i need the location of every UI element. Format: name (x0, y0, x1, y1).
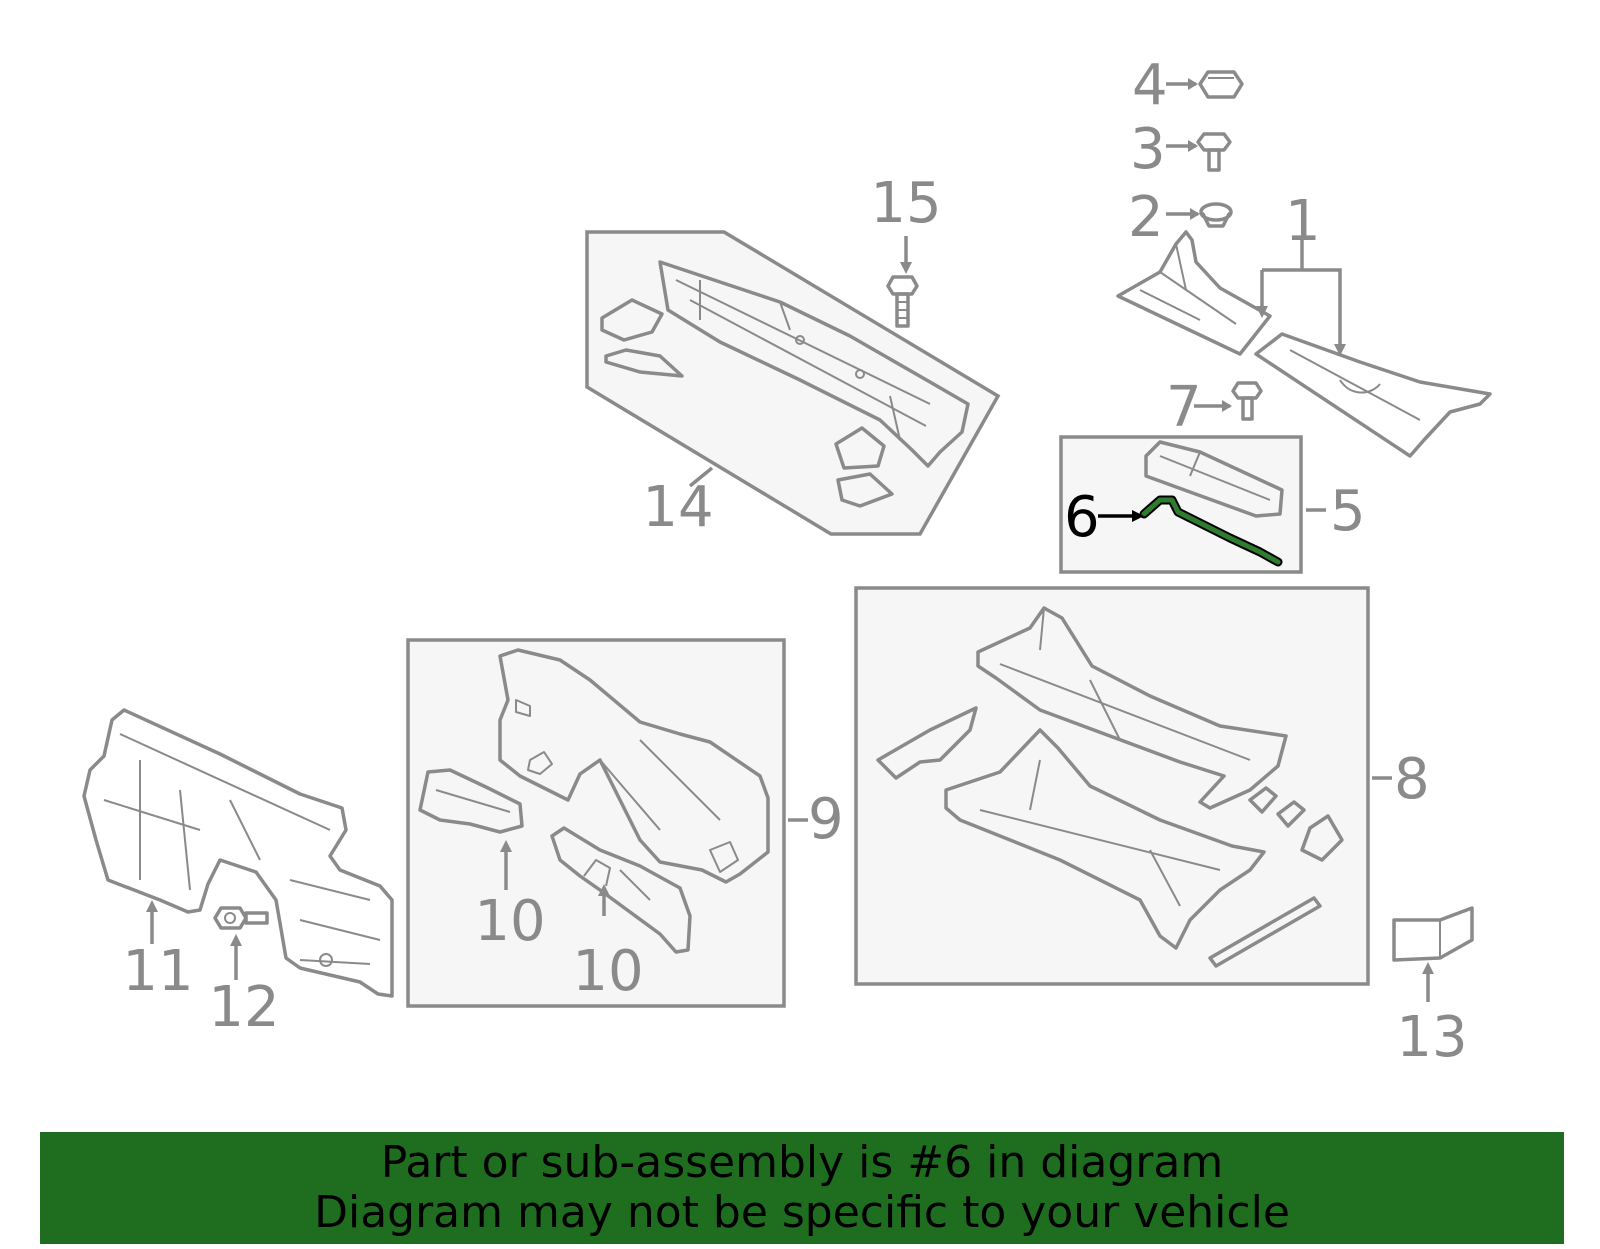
group-box-14 (585, 230, 1001, 536)
bolt-15-icon (886, 275, 919, 328)
bolt-icon (1196, 132, 1232, 172)
callout-6-highlighted: 6 (1064, 485, 1100, 550)
banner-line-2: Diagram may not be specific to your vehi… (314, 1187, 1290, 1238)
callout-3: 3 (1130, 117, 1166, 182)
dash-insulator-part-11 (82, 708, 394, 998)
nut-icon (1198, 70, 1244, 99)
callout-15: 15 (870, 171, 941, 236)
callout-9: 9 (808, 787, 844, 852)
cowl-assembly-part-8 (876, 606, 1344, 968)
bracket-part-13 (1392, 906, 1474, 962)
callout-4: 4 (1132, 53, 1168, 118)
callout-12: 12 (208, 975, 279, 1040)
clip-nut-icon (1199, 202, 1233, 228)
callout-1: 1 (1285, 189, 1321, 254)
callout-5: 5 (1330, 479, 1366, 544)
weatherstrip-part-6-fill (1141, 497, 1281, 565)
bracket-part-10-left (418, 768, 524, 834)
dash-panel-part-9 (498, 648, 770, 884)
callout-10-right: 10 (572, 939, 643, 1004)
banner-line-1: Part or sub-assembly is #6 in diagram (380, 1137, 1224, 1188)
leader-lines (146, 78, 1434, 1002)
info-banner: Part or sub-assembly is #6 in diagram Di… (40, 1132, 1564, 1244)
callout-7: 7 (1166, 375, 1202, 440)
callout-8: 8 (1394, 747, 1430, 812)
cowl-bracket-5 (1144, 440, 1284, 518)
callout-13: 13 (1396, 1005, 1467, 1070)
bolt-7-icon (1231, 381, 1263, 421)
cowl-panel-right (1254, 332, 1492, 458)
crossmember-part-14 (600, 260, 970, 508)
callout-11: 11 (122, 939, 193, 1004)
bracket-part-10-right (550, 826, 692, 954)
callout-14: 14 (642, 475, 713, 540)
bolt-12-icon (213, 906, 269, 930)
callout-2: 2 (1128, 185, 1164, 250)
cowl-panel-left (1116, 230, 1272, 356)
callout-10-left: 10 (474, 889, 545, 954)
